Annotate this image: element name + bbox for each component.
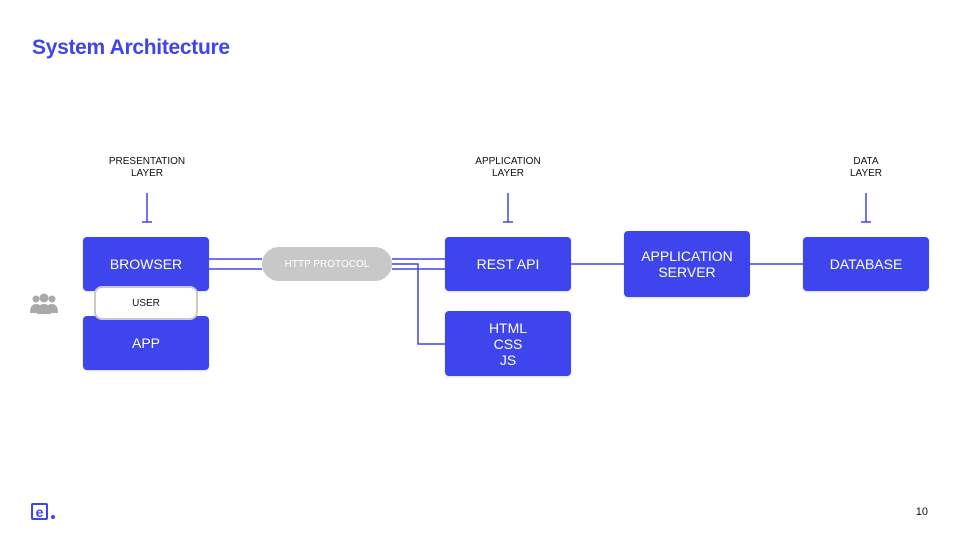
database-label: DATABASE <box>829 256 903 272</box>
application-server-label: APPLICATION SERVER <box>641 248 733 280</box>
database-box: DATABASE <box>803 237 929 291</box>
app-box: APP <box>83 316 209 370</box>
browser-label: BROWSER <box>109 256 183 272</box>
html-css-js-label: HTML CSS JS <box>488 319 528 368</box>
logo-letter: e <box>35 503 44 520</box>
application-server-box: APPLICATION SERVER <box>624 231 750 297</box>
user-badge: USER <box>94 286 198 320</box>
rest-api-box: REST API <box>445 237 571 291</box>
app-label: APP <box>131 335 160 351</box>
http-protocol-label: HTTP PROTOCOL <box>284 258 370 270</box>
http-protocol-pill: HTTP PROTOCOL <box>262 247 392 281</box>
http-static-assets-line <box>392 263 445 345</box>
page-number: 10 <box>915 506 928 518</box>
users-icon <box>30 293 58 314</box>
application-layer-label: APPLICATION LAYER <box>475 156 541 179</box>
browser-box: BROWSER <box>83 237 209 291</box>
rest-api-label: REST API <box>476 256 540 272</box>
data-layer-label: DATA LAYER <box>849 156 883 179</box>
logo-icon: e <box>31 503 48 520</box>
html-css-js-box: HTML CSS JS <box>445 311 571 376</box>
user-label: USER <box>132 297 160 309</box>
slide-title: System Architecture <box>32 36 230 59</box>
logo-dot <box>51 515 55 519</box>
presentation-layer-label: PRESENTATION LAYER <box>108 156 186 179</box>
